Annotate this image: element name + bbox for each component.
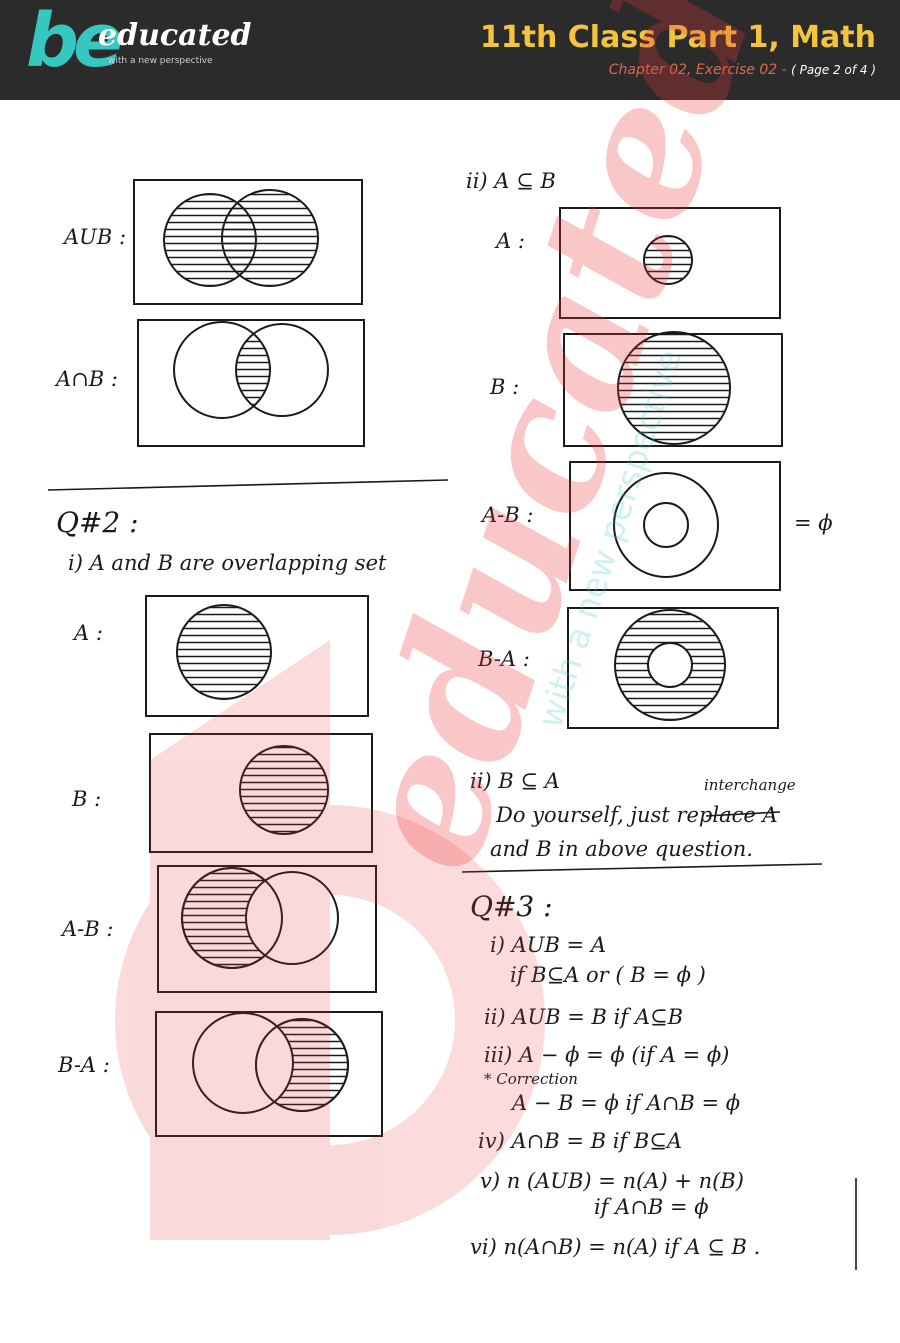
q2-b-venn-box bbox=[149, 733, 373, 853]
q2-bma-overlap-clear bbox=[256, 1019, 293, 1111]
chapter-subtitle: Chapter 02, Exercise 02 - ( Page 2 of 4 … bbox=[609, 62, 876, 78]
r-b-label: B : bbox=[489, 375, 519, 399]
part-ii-a-subset-b-heading: ii) A ⊆ B bbox=[466, 169, 556, 193]
q2-heading: Q#2 : bbox=[56, 506, 139, 539]
q3-item-5: v) n (AUB) = n(A) + n(B) bbox=[480, 1169, 744, 1193]
r-b-set-b-circle bbox=[617, 331, 731, 445]
q2-amb-set-a-outline bbox=[181, 867, 283, 969]
logo-educated-text: educated bbox=[98, 18, 252, 53]
r-a-minus-b-venn-box bbox=[569, 461, 781, 591]
q3-correction-note: * Correction bbox=[484, 1070, 578, 1088]
intersection-venn-box bbox=[137, 319, 365, 447]
part-ii-b-subset-a-heading: ii) B ⊆ A bbox=[470, 769, 560, 793]
intersection-overlap-shading bbox=[236, 324, 270, 416]
q2-a-set-a-circle bbox=[176, 604, 272, 700]
page-title: 11th Class Part 1, Math bbox=[479, 20, 876, 55]
q2-amb-set-b-circle bbox=[245, 871, 339, 965]
q2-a-venn-box bbox=[145, 595, 369, 717]
q3-item-1: i) AUB = A bbox=[490, 933, 606, 957]
q2-amb-overlap-clear bbox=[246, 872, 338, 964]
q2-b-minus-a-venn-box bbox=[155, 1011, 383, 1137]
r-bma-set-a-circle bbox=[647, 642, 693, 688]
handwritten-notes: AUB : A∩B : Q#2 : i) A and B are overlap… bbox=[47, 169, 857, 1270]
interchange-note: interchange bbox=[704, 776, 796, 794]
notes-page: AUB : A∩B : Q#2 : i) A and B are overlap… bbox=[0, 100, 900, 1343]
q2-bma-set-a-circle bbox=[192, 1012, 294, 1114]
q3-item-2: ii) AUB = B if A⊆B bbox=[484, 1005, 683, 1029]
and-b-note: and B in above question. bbox=[490, 837, 753, 861]
q3-item-4: iv) A∩B = B if B⊆A bbox=[478, 1129, 682, 1153]
r-b-minus-a-venn-box bbox=[567, 607, 779, 729]
logo[interactable]: be educated with a new perspective bbox=[10, 0, 252, 96]
r-amb-equals-empty: = ϕ bbox=[794, 511, 833, 535]
logo-tagline: with a new perspective bbox=[108, 56, 213, 66]
q3-item-6: vi) n(A∩B) = n(A) if A ⊆ B . bbox=[470, 1235, 760, 1259]
section-divider-left bbox=[47, 479, 449, 491]
q2-b-set-b-circle bbox=[239, 745, 329, 835]
r-amb-set-a-circle bbox=[643, 502, 689, 548]
q2-b-label: B : bbox=[71, 787, 101, 811]
union-venn-box bbox=[133, 179, 363, 305]
page-header: be educated with a new perspective 11th … bbox=[0, 0, 900, 100]
q2-a-label: A : bbox=[72, 621, 103, 645]
r-b-minus-a-label: B-A : bbox=[477, 647, 530, 671]
intersection-label: A∩B : bbox=[54, 367, 118, 391]
section-divider-right bbox=[461, 863, 823, 873]
q3-item-3-corrected: A − B = ϕ if A∩B = ϕ bbox=[510, 1091, 740, 1115]
r-amb-set-b-circle bbox=[613, 472, 719, 578]
r-a-set-a-circle bbox=[643, 235, 693, 285]
subtitle-separator: - bbox=[781, 62, 787, 78]
q3-item-3: iii) A − ϕ = ϕ (if A = ϕ) bbox=[484, 1043, 729, 1067]
page-indicator: ( Page 2 of 4 ) bbox=[791, 63, 876, 77]
q3-item-1-condition: if B⊆A or ( B = ϕ ) bbox=[510, 963, 706, 987]
q3-item-5-condition: if A∩B = ϕ bbox=[594, 1195, 709, 1219]
q2-a-minus-b-venn-box bbox=[157, 865, 377, 993]
logo-be-mark: be bbox=[26, 0, 123, 84]
intersection-set-b-circle bbox=[235, 323, 329, 417]
chapter-exercise: Chapter 02, Exercise 02 bbox=[608, 62, 778, 78]
union-label: AUB : bbox=[62, 225, 126, 249]
q2-part-i: i) A and B are overlapping set bbox=[68, 551, 387, 575]
r-a-minus-b-label: A-B : bbox=[480, 503, 533, 527]
replace-strikethrough bbox=[705, 811, 781, 817]
q2-b-minus-a-label: B-A : bbox=[57, 1053, 110, 1077]
q3-heading: Q#3 : bbox=[470, 890, 553, 923]
r-a-label: A : bbox=[494, 229, 525, 253]
r-a-venn-box bbox=[559, 207, 781, 319]
q2-bma-set-b-outline bbox=[255, 1018, 349, 1112]
union-set-b-circle bbox=[221, 189, 319, 287]
q2-a-minus-b-label: A-B : bbox=[60, 917, 113, 941]
